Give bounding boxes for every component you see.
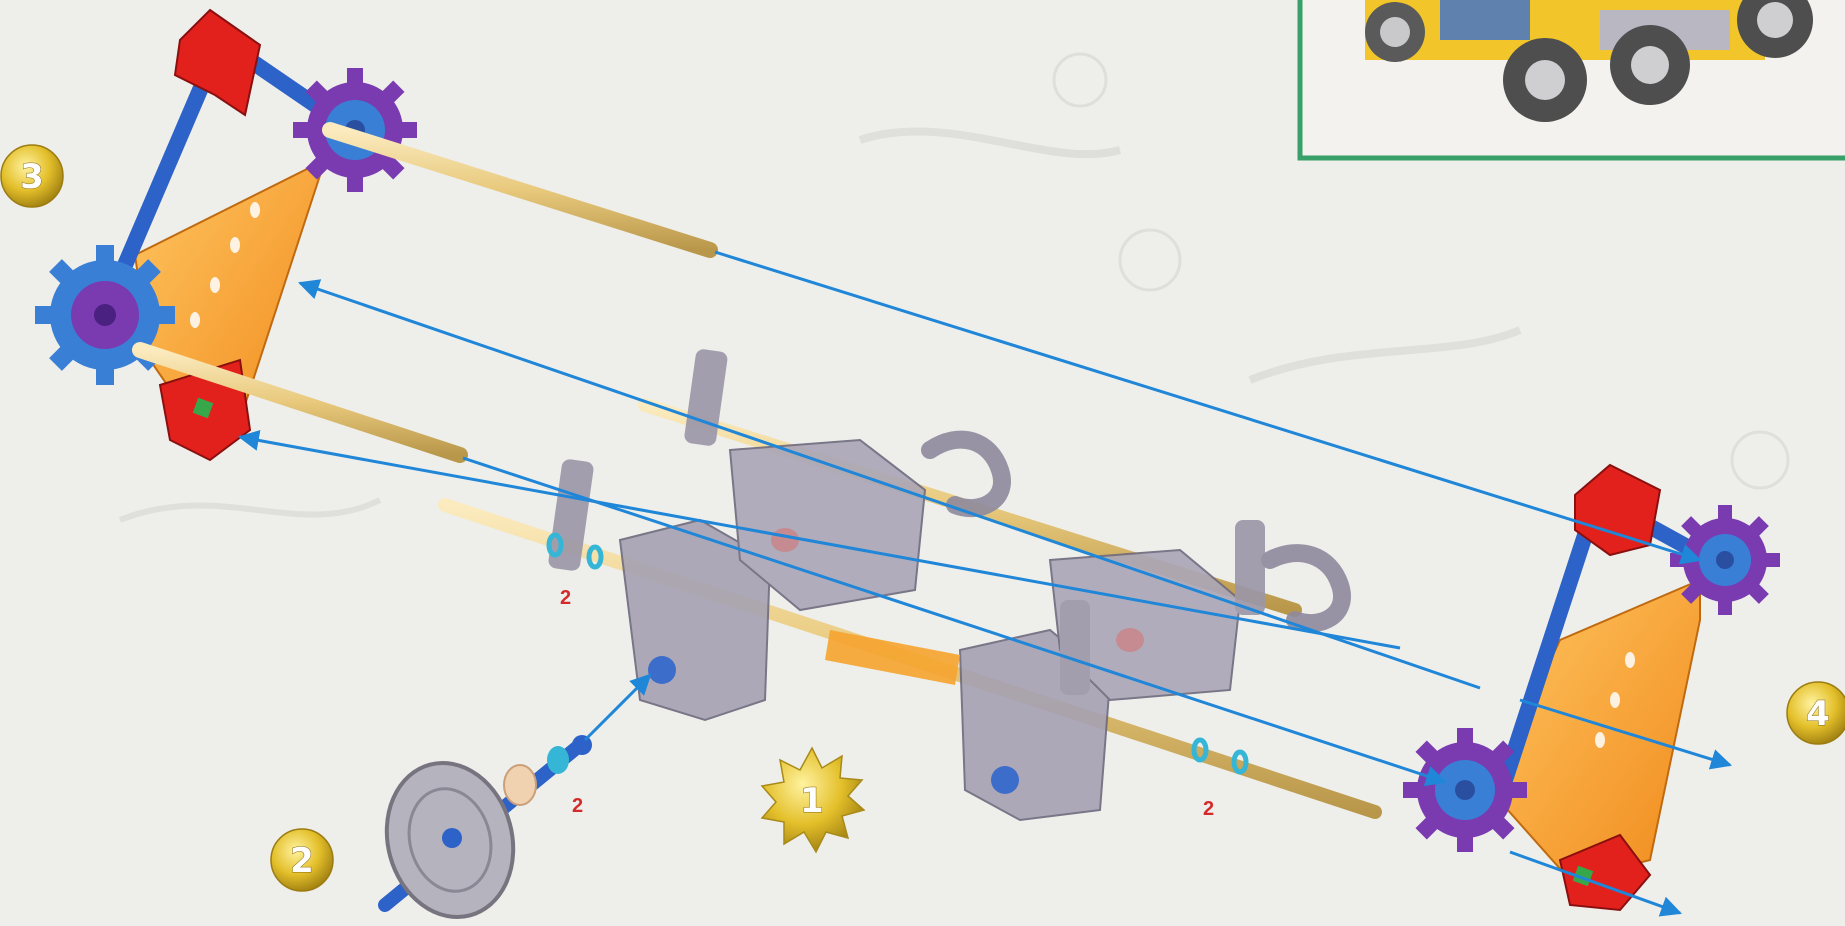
inset-wheel xyxy=(1365,2,1425,62)
step-number: 4 xyxy=(1806,694,1830,734)
pulley-wheel-assembly xyxy=(370,735,592,926)
blue-spacer xyxy=(547,746,569,774)
assembly-arrow-icon xyxy=(585,675,650,740)
gear-mid-left xyxy=(35,245,175,385)
grey-bracket-tall-4 xyxy=(1235,520,1265,615)
quantity-label: 2 xyxy=(560,587,571,609)
blue-hub-right xyxy=(991,766,1019,794)
step-3-badge: 3 xyxy=(1,145,63,207)
quantity-label: 2 xyxy=(1203,798,1214,820)
step-number: 2 xyxy=(290,841,314,881)
grey-bracket-tall-3 xyxy=(1060,600,1090,695)
left-triangle-frame xyxy=(125,10,330,460)
step-1-badge: 1 xyxy=(762,748,864,852)
step-2-badge: 2 xyxy=(271,829,333,891)
step-4-badge: 4 xyxy=(1787,682,1845,744)
orange-strip xyxy=(825,630,960,685)
inset-wheel xyxy=(1610,25,1690,105)
tan-spacer xyxy=(504,765,536,805)
step-number: 3 xyxy=(20,157,44,197)
gear-top-right xyxy=(1670,505,1780,615)
rod-top-left xyxy=(330,130,710,250)
inset-wheel xyxy=(1503,38,1587,122)
gear-bottom-right xyxy=(1403,728,1527,852)
quantity-label: 2 xyxy=(572,795,583,817)
inset-vehicle-preview xyxy=(1300,0,1845,158)
assembly-arrow-icon xyxy=(300,283,1480,688)
blue-hub-left xyxy=(648,656,676,684)
step-number: 1 xyxy=(800,781,824,821)
